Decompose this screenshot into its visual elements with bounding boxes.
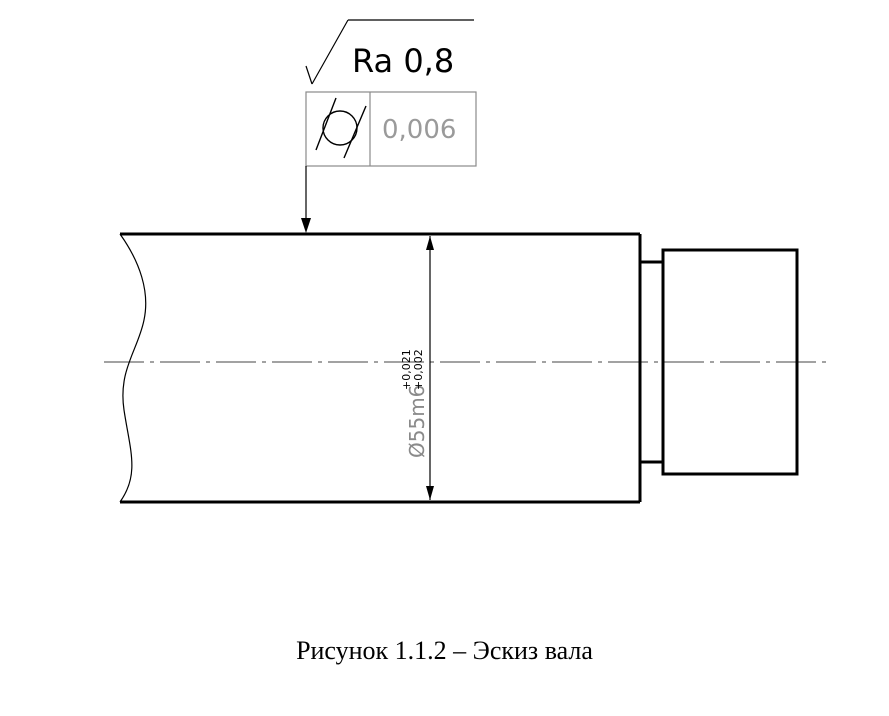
shaft-body: [119, 232, 642, 504]
figure-caption: Рисунок 1.1.2 – Эскиз вала: [296, 636, 593, 665]
tolerance-value: 0,006: [382, 115, 456, 145]
roughness-label: Ra 0,8: [352, 42, 454, 80]
upper-deviation: +0,021: [400, 349, 413, 390]
lower-deviation: +0,002: [412, 349, 425, 390]
cylindricity-icon: [315, 97, 367, 159]
roughness-symbol: [305, 19, 474, 85]
tolerance-frame: [305, 91, 477, 167]
diameter-text-group: Ø55m6 +0,021 +0,002: [400, 349, 429, 458]
tolerance-leader: [301, 166, 311, 233]
diameter-label: Ø55m6: [405, 385, 429, 458]
shaft-step: [661, 248, 799, 476]
groove: [640, 260, 662, 464]
diameter-dimension: [426, 236, 434, 500]
